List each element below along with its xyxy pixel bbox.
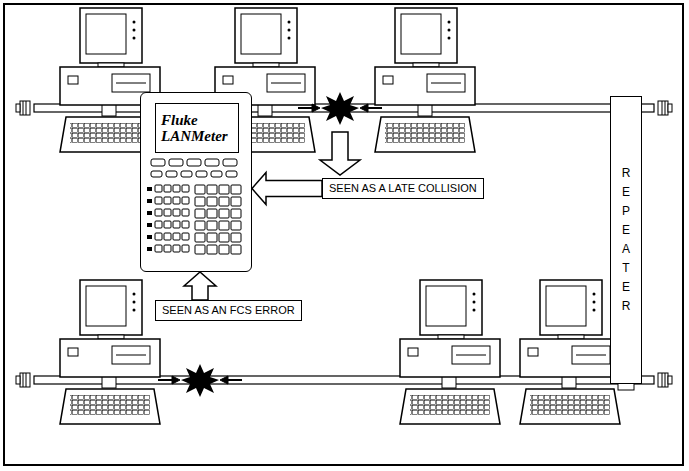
meter-screen: Fluke LANMeter [155, 103, 239, 153]
lanmeter-device: Fluke LANMeter [140, 92, 252, 272]
box-label: SEEN AS A LATE COLLISION [329, 182, 477, 195]
callout-box: SEEN AS AN FCS ERROR [155, 300, 302, 321]
callout-box: SEEN AS A LATE COLLISION [322, 178, 484, 199]
hollow-arrow [252, 173, 322, 205]
box-label: SEEN AS AN FCS ERROR [162, 304, 295, 317]
device-logo: Fluke LANMeter [161, 112, 233, 144]
repeater-box: REPEATER [610, 96, 642, 384]
hollow-arrow [184, 272, 216, 300]
box-label: REPEATER [620, 164, 632, 316]
